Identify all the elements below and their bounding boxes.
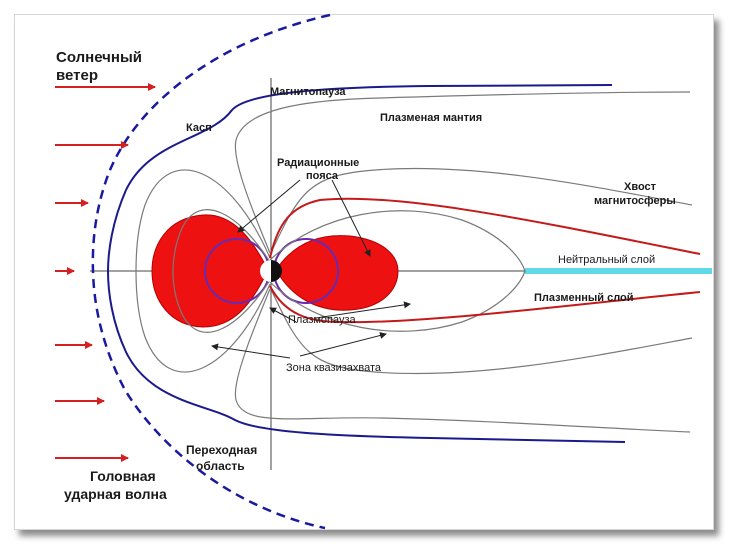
radiation-belts-label-1: Радиационные xyxy=(277,157,359,169)
bow-shock-label-2: ударная волна xyxy=(64,486,167,502)
magnetopause-label: Магнитопауза xyxy=(270,86,346,98)
field-lines xyxy=(135,91,693,433)
solar-wind-label-1: Солнечный xyxy=(56,49,142,66)
radiation-belt-left xyxy=(151,214,269,328)
red-field-line-upper xyxy=(269,197,701,259)
radiation-belts-label-2: пояса xyxy=(306,170,339,182)
plasma-mantle-label: Плазменая мантия xyxy=(380,112,482,124)
red-field-line-lower xyxy=(269,285,701,324)
magnetotail-label-1: Хвост xyxy=(624,181,657,193)
cusp-label: Касп xyxy=(186,122,212,134)
solar-wind-label-2: ветер xyxy=(56,67,98,84)
solar-wind-arrows xyxy=(55,83,156,462)
earth-icon xyxy=(260,260,282,282)
neutral-sheet-band xyxy=(525,268,712,274)
neutral-sheet-label: Нейтральный слой xyxy=(558,254,655,266)
transition-region-label-2: область xyxy=(196,459,245,473)
magnetotail-label-2: магнитосферы xyxy=(594,195,676,207)
bow-shock-label-1: Головная xyxy=(90,468,156,484)
magnetopause-line xyxy=(106,84,626,443)
leader-lines xyxy=(211,179,411,359)
plasmapause-label: Плазмопауза xyxy=(288,314,357,326)
quasi-trapping-zone-label: Зона квазизахвата xyxy=(286,362,382,374)
plasma-sheet-label: Плазменный слой xyxy=(534,292,634,304)
transition-region-label-1: Переходная xyxy=(186,443,257,457)
bow-shock-line xyxy=(91,13,331,530)
